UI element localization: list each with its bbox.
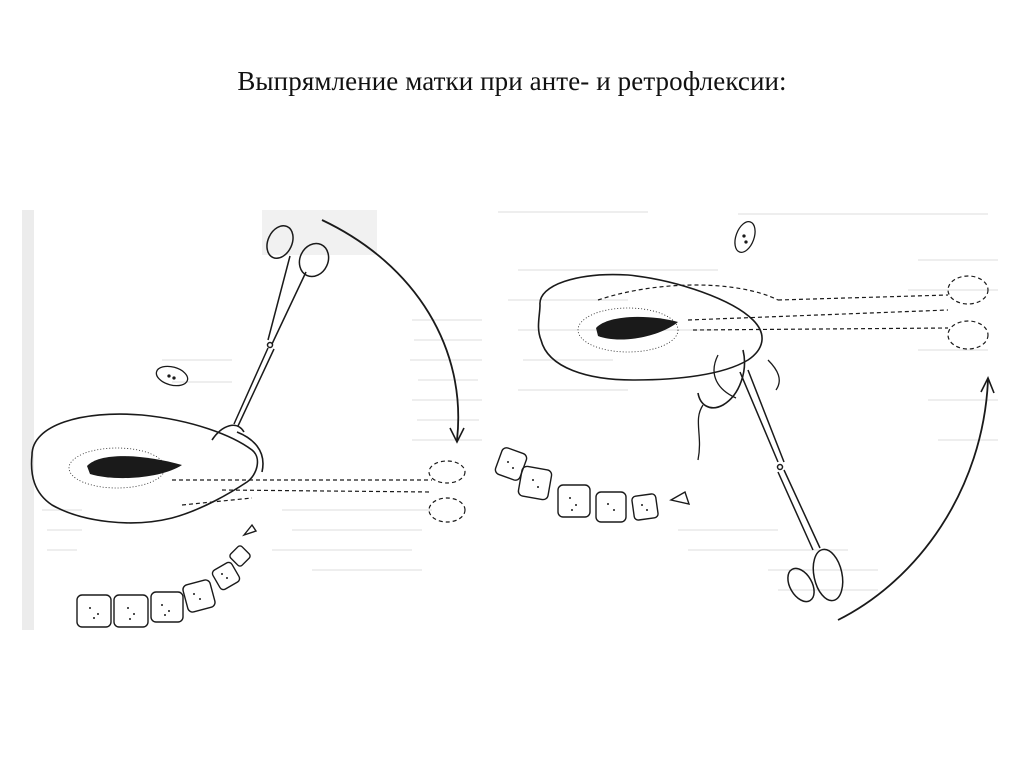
- ligament-strands: [697, 354, 780, 461]
- curved-arrow-icon: [837, 376, 995, 621]
- uterus-retroflexion: [537, 273, 763, 409]
- uterus-anteflexion: [30, 413, 264, 524]
- small-bone-icon: [155, 365, 189, 387]
- bone-speckle: [89, 573, 228, 620]
- vertebrae-row: [494, 447, 691, 523]
- page-title: Выпрямление матки при анте- и ретрофлекс…: [237, 66, 787, 96]
- uterine-cavity: [68, 447, 182, 489]
- vertebrae-row: [76, 523, 258, 628]
- dashed-forceps: [597, 275, 989, 350]
- retroflexion-diagram: [494, 211, 998, 621]
- scissors-forceps-icon: [739, 369, 844, 603]
- bone-speckle: [507, 461, 648, 511]
- dashed-forceps: [172, 460, 466, 523]
- anteflexion-diagram: [22, 210, 482, 630]
- uterine-cavity: [577, 307, 679, 353]
- retroflexion-figure: [478, 200, 1008, 630]
- small-bone-icon: [734, 221, 756, 253]
- paper-background: [498, 211, 998, 591]
- anteflexion-figure: [22, 210, 490, 640]
- scissors-forceps-icon: [233, 225, 330, 427]
- paper-background: [22, 210, 482, 630]
- curved-arrow-icon: [321, 219, 465, 444]
